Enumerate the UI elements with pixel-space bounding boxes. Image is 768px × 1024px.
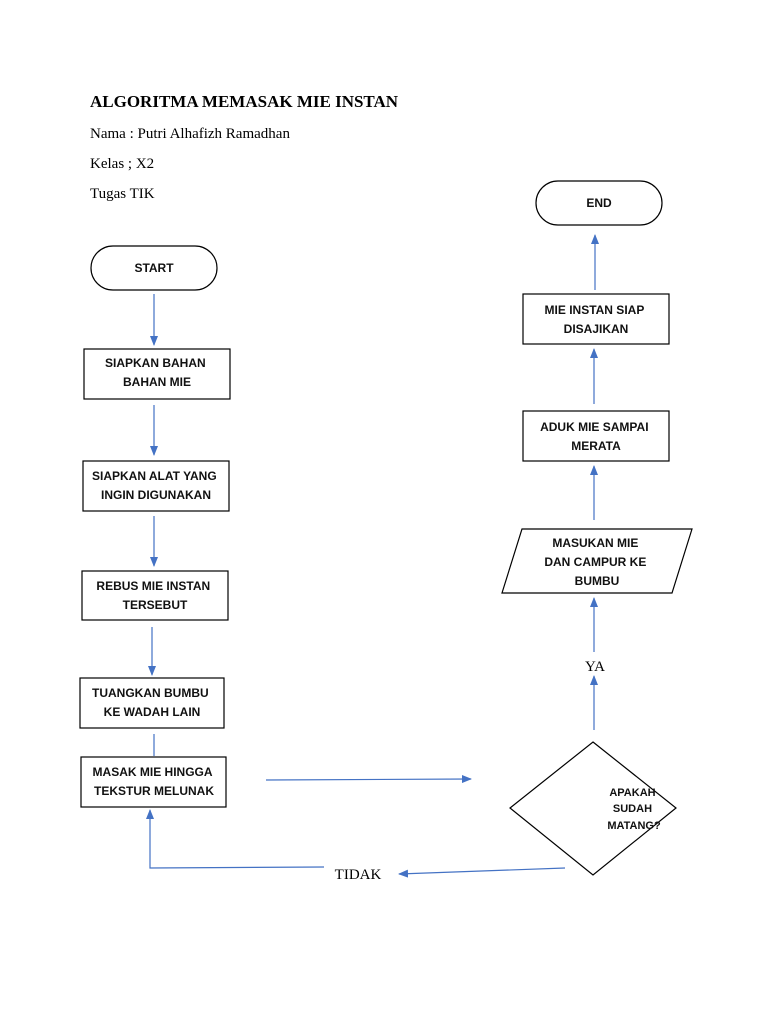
- input-step-label: MASUKAN MIE DAN CAMPUR KE BUMBU: [544, 536, 649, 588]
- edge-masak-to-decision: [265, 775, 472, 784]
- flowchart-edges: [146, 234, 599, 878]
- step-aduk-box: [522, 410, 670, 462]
- yes-label: YA: [585, 659, 605, 675]
- end-label: END: [586, 196, 612, 210]
- step-siapkan-bahan-box: [83, 348, 231, 400]
- step-aduk-label: ADUK MIE SAMPAI MERATA: [540, 420, 652, 453]
- edge-decision-no-to-masak: [146, 809, 325, 869]
- step-siapkan-bahan-label: SIAPKAN BAHAN BAHAN MIE: [105, 356, 209, 389]
- step-siap-box: [522, 293, 670, 345]
- step-rebus-label: REBUS MIE INSTAN TERSEBUT: [96, 579, 213, 612]
- step-tuangkan-label: TUANGKAN BUMBU KE WADAH LAIN: [92, 686, 212, 719]
- step-siap-label: MIE INSTAN SIAP DISAJIKAN: [545, 303, 648, 336]
- author-name: Nama : Putri Alhafizh Ramadhan: [90, 126, 290, 142]
- step-rebus-box: [81, 570, 229, 621]
- start-label: START: [134, 261, 174, 275]
- edge-decision-to-tidak: [398, 867, 566, 878]
- page-title: ALGORITMA MEMASAK MIE INSTAN: [90, 92, 399, 111]
- end-terminator: [535, 180, 663, 226]
- step-masak-label: MASAK MIE HINGGA TEKSTUR MELUNAK: [93, 765, 216, 798]
- class-info: Kelas ; X2: [90, 156, 155, 172]
- step-tuangkan-box: [79, 677, 225, 729]
- input-parallelogram: [501, 528, 693, 594]
- decision-diamond: [509, 741, 677, 876]
- flowchart-nodes: [79, 180, 693, 876]
- step-siapkan-alat-box: [82, 460, 230, 512]
- step-masak-box: [80, 756, 227, 808]
- decision-label: APAKAH SUDAH MATANG?: [607, 787, 661, 832]
- no-label: TIDAK: [335, 867, 382, 883]
- step-siapkan-alat-label: SIAPKAN ALAT YANG INGIN DIGUNAKAN: [92, 469, 220, 502]
- start-terminator: [90, 245, 218, 291]
- task-info: Tugas TIK: [90, 186, 155, 202]
